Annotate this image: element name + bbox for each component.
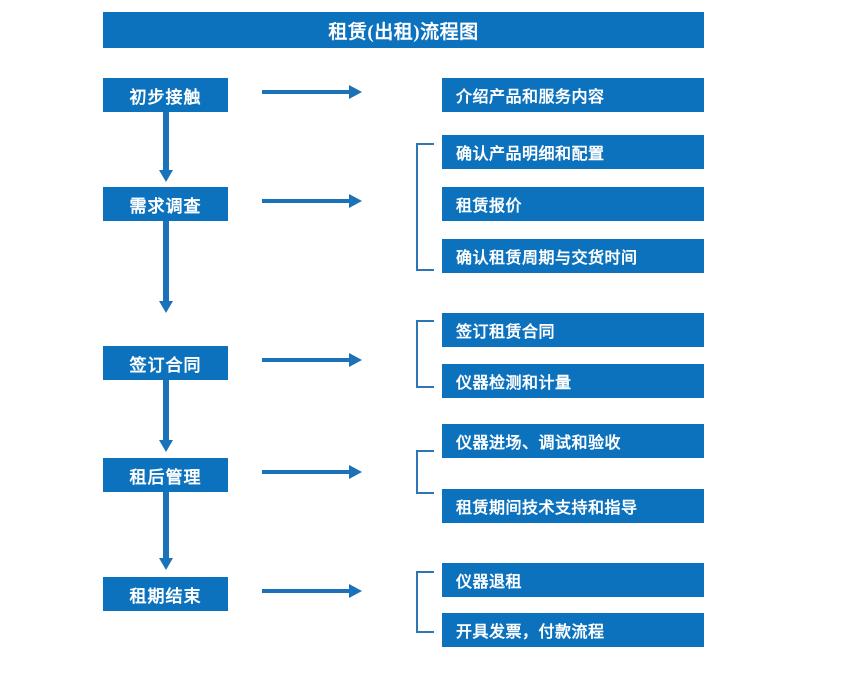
arrow-shaft: [262, 199, 350, 203]
arrow-stage2-to-stage3: [159, 221, 173, 313]
arrow-stage1-to-stage2: [159, 112, 173, 182]
arrow-shaft: [262, 589, 350, 593]
detail-box-intro-products[interactable]: 介绍产品和服务内容: [442, 78, 704, 112]
arrow-stage1-to-details: [262, 85, 362, 99]
arrow-stage3-to-stage4: [159, 380, 173, 452]
arrow-head-right-icon: [349, 85, 362, 99]
bracket-group-stage2: [416, 143, 434, 271]
arrow-shaft: [163, 221, 169, 302]
arrow-shaft: [163, 492, 169, 559]
arrow-shaft: [163, 380, 169, 441]
stage-box-sign-contract[interactable]: 签订合同: [103, 346, 228, 380]
detail-box-technical-support[interactable]: 租赁期间技术支持和指导: [442, 489, 704, 523]
detail-box-confirm-period-delivery[interactable]: 确认租赁周期与交货时间: [442, 239, 704, 273]
bracket-group-stage3: [416, 320, 434, 388]
stage-box-post-rental-management[interactable]: 租后管理: [103, 458, 228, 492]
arrow-head-right-icon: [349, 353, 362, 367]
detail-box-invoice-payment[interactable]: 开具发票，付款流程: [442, 613, 704, 647]
arrow-stage4-to-stage5: [159, 492, 173, 570]
arrow-stage2-to-details: [262, 194, 362, 208]
arrow-head-down-icon: [159, 440, 173, 452]
arrow-head-right-icon: [349, 194, 362, 208]
detail-box-instrument-entry-commissioning[interactable]: 仪器进场、调试和验收: [442, 424, 704, 458]
stage-box-lease-end[interactable]: 租期结束: [103, 577, 228, 611]
detail-box-confirm-spec[interactable]: 确认产品明细和配置: [442, 135, 704, 169]
stage-box-initial-contact[interactable]: 初步接触: [103, 78, 228, 112]
arrow-shaft: [163, 112, 169, 171]
detail-box-instrument-inspection[interactable]: 仪器检测和计量: [442, 364, 704, 398]
arrow-head-right-icon: [349, 465, 362, 479]
arrow-shaft: [262, 90, 350, 94]
stage-box-requirement-survey[interactable]: 需求调查: [103, 187, 228, 221]
arrow-head-down-icon: [159, 170, 173, 182]
arrow-stage5-to-details: [262, 584, 362, 598]
detail-box-sign-rental-contract[interactable]: 签订租赁合同: [442, 313, 704, 347]
detail-box-instrument-return[interactable]: 仪器退租: [442, 563, 704, 597]
arrow-stage4-to-details: [262, 465, 362, 479]
arrow-stage3-to-details: [262, 353, 362, 367]
arrow-head-down-icon: [159, 301, 173, 313]
detail-box-rental-quote[interactable]: 租赁报价: [442, 187, 704, 221]
arrow-head-down-icon: [159, 558, 173, 570]
arrow-shaft: [262, 470, 350, 474]
arrow-shaft: [262, 358, 350, 362]
page-title: 租赁(出租)流程图: [103, 12, 704, 48]
bracket-group-stage4: [416, 450, 434, 494]
bracket-group-stage5: [416, 571, 434, 633]
arrow-head-right-icon: [349, 584, 362, 598]
